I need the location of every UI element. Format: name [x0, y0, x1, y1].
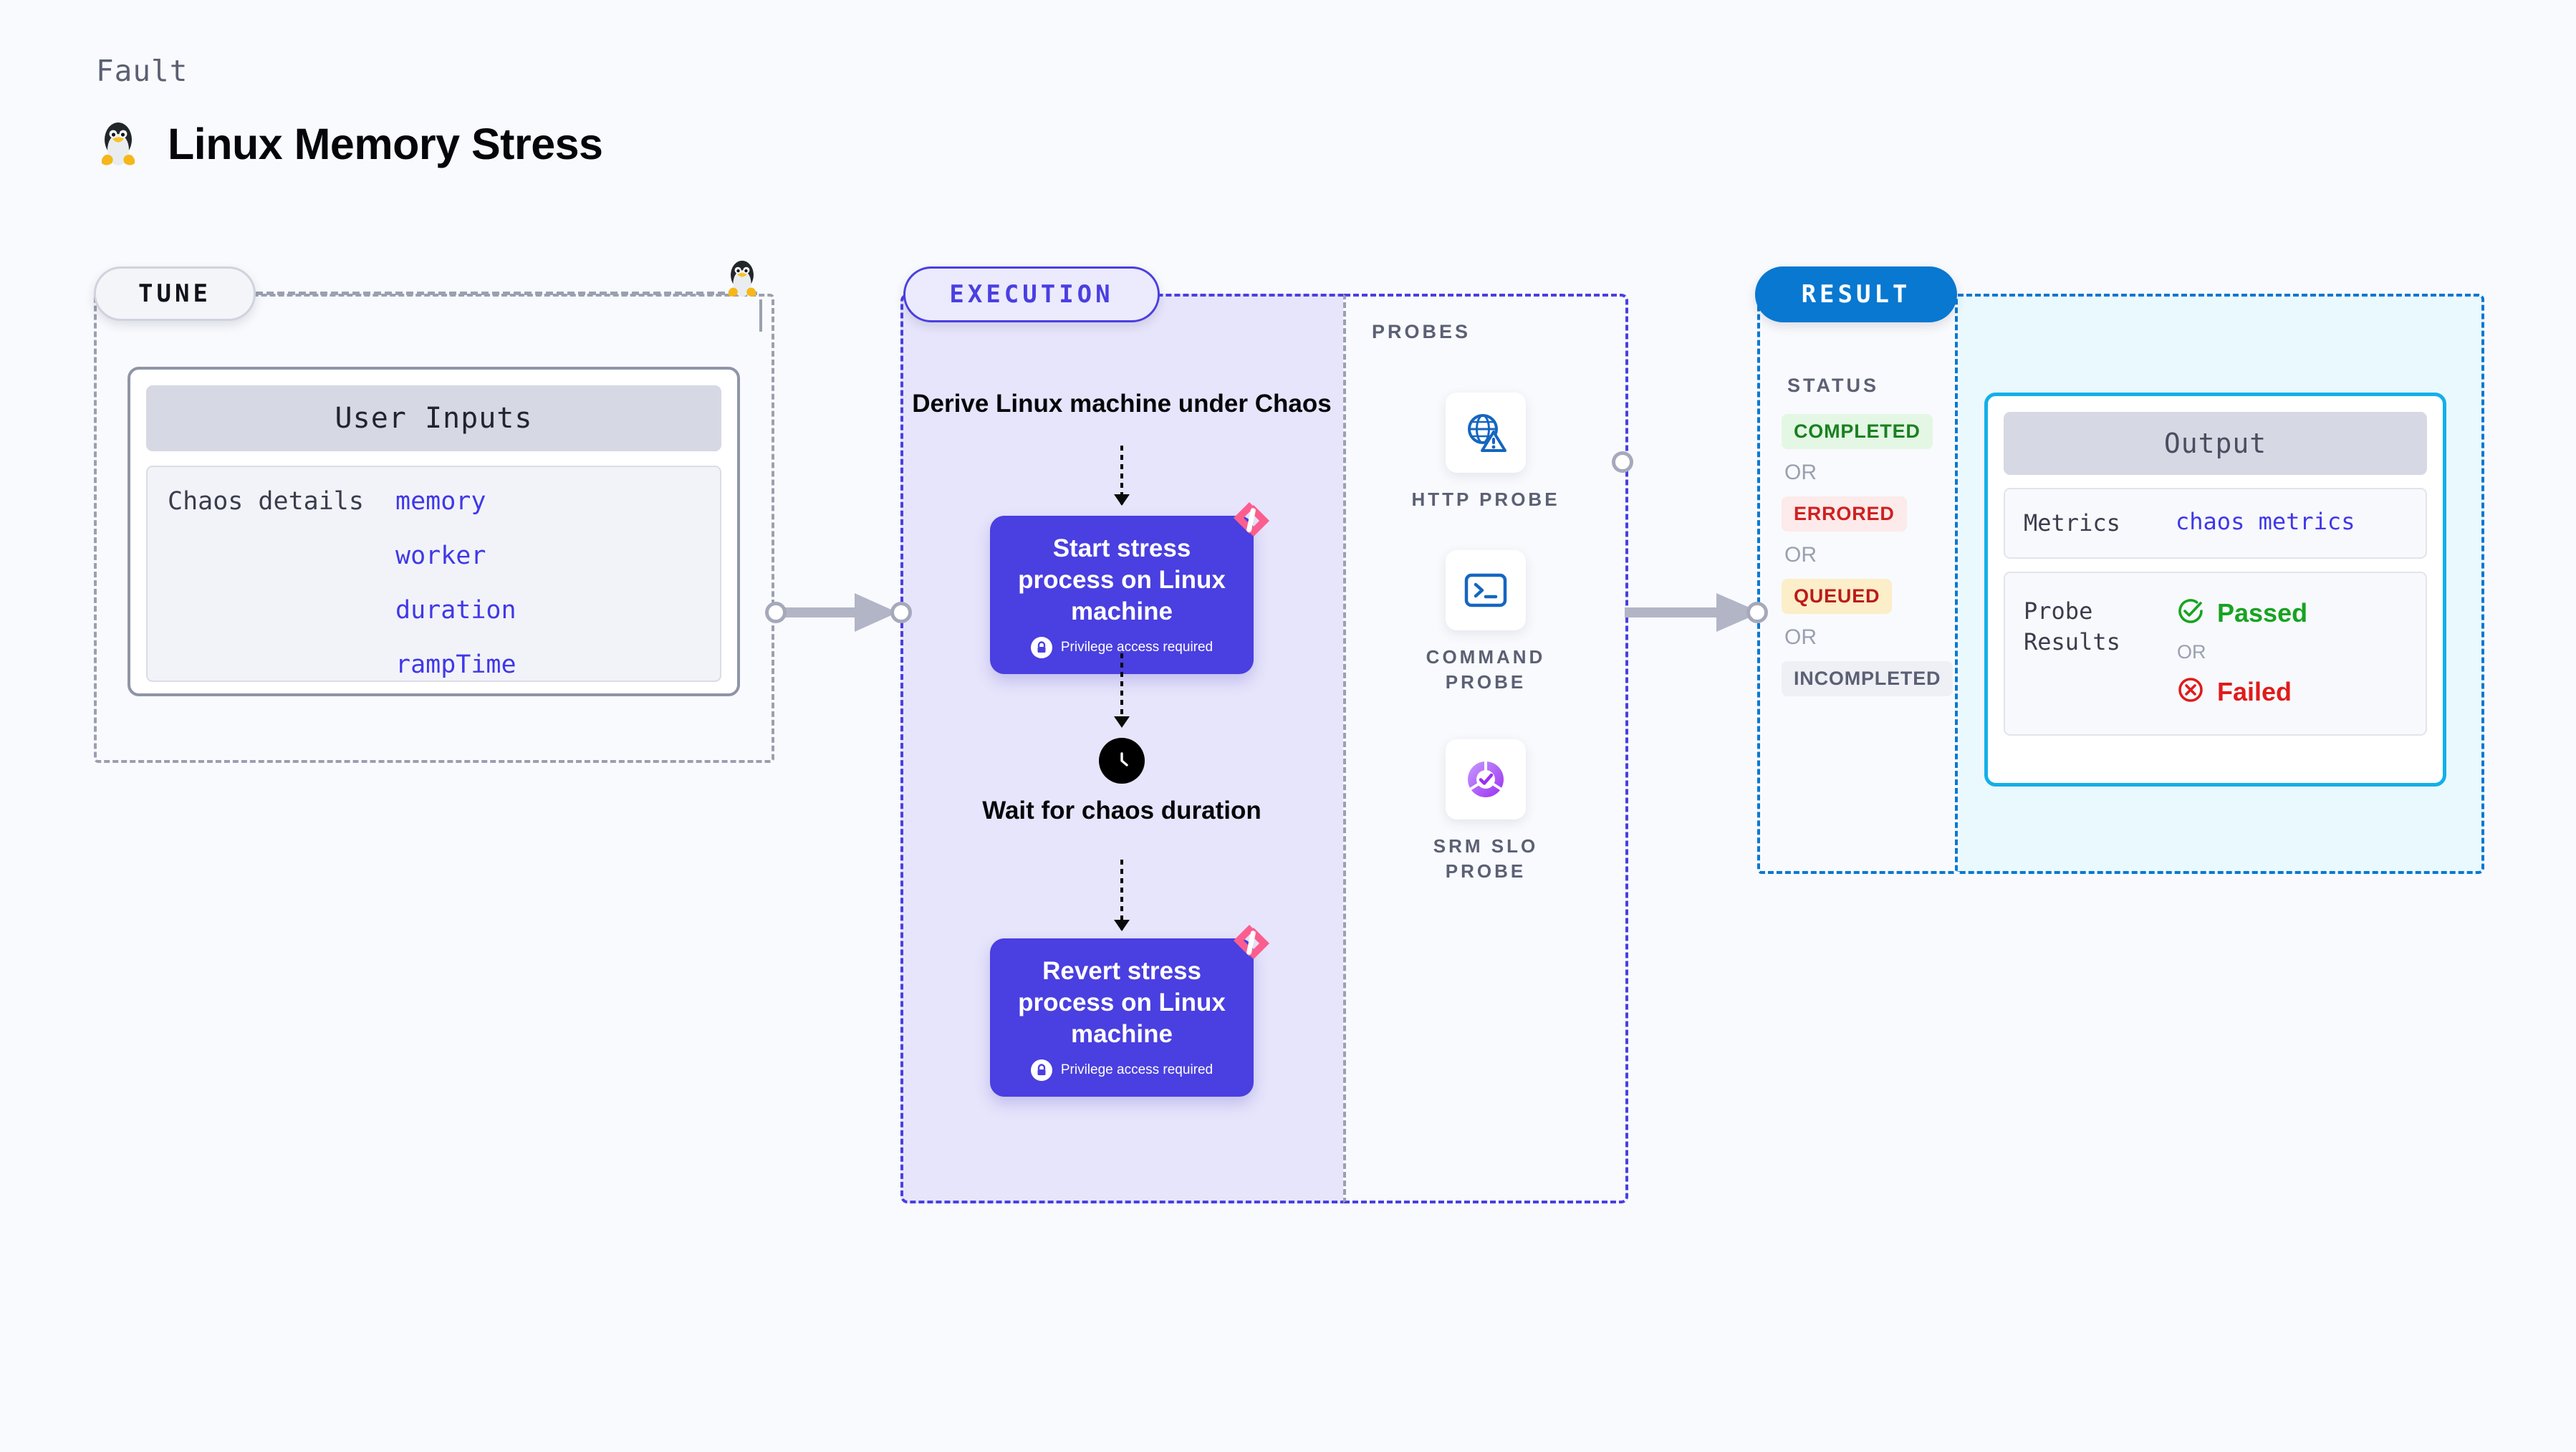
check-circle-icon [2176, 596, 2206, 630]
fault-kicker-label: Fault [96, 54, 188, 88]
output-metrics-key: Metrics [2024, 509, 2120, 537]
probe-srm-slo-label: SRM SLO PROBE [1433, 835, 1539, 883]
lock-icon [1030, 1059, 1052, 1082]
lock-icon [1030, 637, 1052, 659]
connector-execution-to-result [1625, 587, 1768, 638]
user-inputs-card: User Inputs Chaos details memory worker … [128, 367, 740, 696]
connector-node-result-in [1746, 602, 1768, 623]
step-start-stress-title: Start stress process on Linux machine [1018, 534, 1226, 625]
slo-donut-check-icon [1446, 739, 1526, 819]
status-badge-errored: ERRORED [1782, 496, 1907, 532]
step-start-stress-note: Privilege access required [1060, 640, 1213, 655]
tune-pill[interactable]: TUNE [94, 266, 256, 321]
page-title: Linux Memory Stress [168, 120, 603, 168]
step-start-stress-box[interactable]: Start stress process on Linux machine Pr… [990, 502, 1269, 675]
step-wait-label: Wait for chaos duration [982, 797, 1261, 824]
chaos-details-key: Chaos details [168, 487, 364, 516]
step-revert-stress-title: Revert stress process on Linux machine [1018, 957, 1226, 1048]
status-title: STATUS [1787, 375, 1879, 396]
connector-node-probes [1612, 451, 1633, 473]
probe-command-label: COMMAND PROBE [1426, 646, 1546, 693]
result-pill[interactable]: RESULT [1755, 266, 1957, 322]
input-value-memory[interactable]: memory [395, 487, 486, 516]
probe-http[interactable]: HTTP PROBE [1403, 393, 1568, 512]
status-badge-completed: COMPLETED [1782, 414, 1933, 449]
user-inputs-header: User Inputs [146, 385, 721, 451]
terminal-icon [1446, 550, 1526, 630]
probe-http-label: HTTP PROBE [1411, 489, 1560, 510]
page-title-row: Linux Memory Stress [96, 118, 603, 170]
input-value-ramptime[interactable]: rampTime [395, 650, 516, 679]
probe-result-passed: Passed [2176, 596, 2307, 630]
flow-arrow-2 [1114, 653, 1130, 728]
connector-node-execution-in [890, 602, 912, 623]
harness-logo-icon [1231, 499, 1272, 544]
tune-region [94, 294, 774, 763]
flow-arrow-3 [1114, 860, 1130, 931]
probe-results-values: Passed OR Failed [2176, 596, 2307, 708]
connector-node-tune [765, 602, 787, 623]
input-value-worker[interactable]: worker [395, 542, 486, 570]
step-start-stress-privilege: Privilege access required [1004, 637, 1239, 659]
globe-warning-icon [1446, 393, 1526, 473]
tune-corner-stub [759, 299, 762, 332]
output-metrics-value[interactable]: chaos metrics [2176, 508, 2355, 535]
output-header: Output [2004, 412, 2427, 475]
step-revert-stress-note: Privilege access required [1060, 1062, 1213, 1078]
execution-pill[interactable]: EXECUTION [903, 266, 1160, 322]
user-inputs-body: Chaos details memory worker duration ram… [146, 466, 721, 682]
output-probe-results-key: Probe Results [2024, 597, 2120, 656]
status-badge-queued: QUEUED [1782, 579, 1893, 614]
chaos-details-values: memory worker duration rampTime [395, 487, 516, 681]
probe-result-or: OR [2177, 641, 2206, 663]
status-badge-incompleted: INCOMPLETED [1782, 661, 1953, 696]
status-or-2: OR [1784, 543, 1817, 567]
probes-title: PROBES [1372, 321, 1471, 342]
tune-corner-linux-tux-icon [724, 256, 761, 304]
probe-command[interactable]: COMMAND PROBE [1403, 550, 1568, 695]
output-metrics-row: Metrics chaos metrics [2004, 488, 2427, 559]
linux-tux-icon [96, 118, 140, 170]
probe-srm-slo[interactable]: SRM SLO PROBE [1403, 739, 1568, 884]
input-value-duration[interactable]: duration [395, 596, 516, 625]
execution-flow: Derive Linux machine under Chaos Start s… [900, 294, 1343, 1203]
probe-result-failed-label: Failed [2217, 676, 2292, 706]
probe-result-passed-label: Passed [2217, 597, 2308, 628]
status-or-3: OR [1784, 625, 1817, 649]
harness-logo-icon [1231, 921, 1272, 966]
output-probe-results-row: Probe Results Passed OR [2004, 572, 2427, 736]
step-revert-stress-box[interactable]: Revert stress process on Linux machine P… [990, 925, 1269, 1097]
step-derive-label: Derive Linux machine under Chaos [912, 390, 1332, 418]
status-list: COMPLETED OR ERRORED OR QUEUED OR INCOMP… [1782, 414, 1953, 696]
tune-top-dashed-line [256, 292, 757, 295]
status-or-1: OR [1784, 461, 1817, 484]
flow-arrow-1 [1114, 446, 1130, 506]
clock-icon [1099, 738, 1145, 784]
output-card: Output Metrics chaos metrics Probe Resul… [1984, 393, 2446, 787]
step-revert-stress-privilege: Privilege access required [1004, 1059, 1239, 1082]
connector-tune-to-execution [774, 587, 903, 638]
x-circle-icon [2176, 675, 2206, 708]
probe-result-failed: Failed [2176, 675, 2307, 708]
